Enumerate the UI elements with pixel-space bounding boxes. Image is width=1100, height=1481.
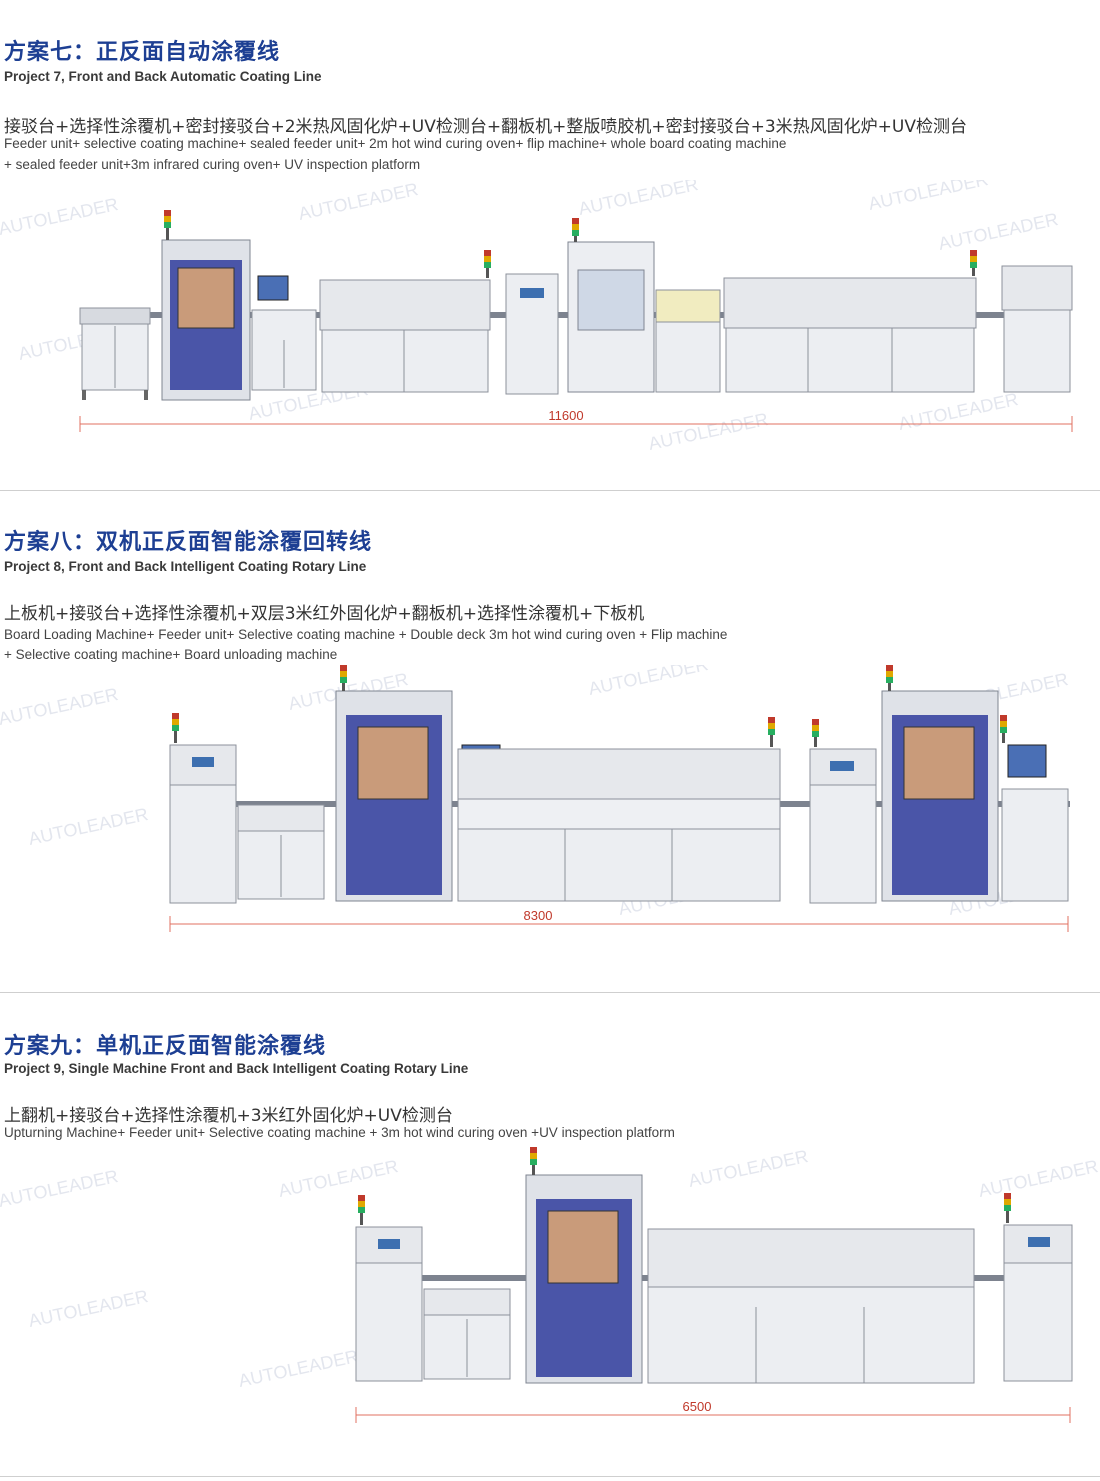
watermark: AUTOLEADER [0,194,120,239]
watermark: AUTOLEADER [27,1286,150,1331]
watermark: AUTOLEADER [687,1147,810,1191]
project-7-section: 方案七：正反面自动涂覆线 Project 7, Front and Back A… [0,0,1100,490]
selective-coating-machine [525,1147,691,1384]
project-7-title-en: Project 7, Front and Back Automatic Coat… [4,69,322,84]
watermark: AUTOLEADER [977,1156,1100,1201]
board-unloading-machine [1000,715,1069,902]
dimension-label: 8300 [524,908,553,923]
watermark: AUTOLEADER [0,1166,120,1211]
sealed-feeder-unit-2 [655,289,721,393]
project-9-desc-en-1: Upturning Machine+ Feeder unit+ Selectiv… [4,1125,675,1140]
watermark: AUTOLEADER [587,665,710,699]
watermark: AUTOLEADER [297,180,420,224]
watermark: AUTOLEADER [277,1156,400,1201]
flip-machine [809,719,877,904]
uv-inspection-platform [505,273,559,395]
section-divider [0,490,1100,491]
project-7-desc-en-2: + sealed feeder unit+3m infrared curing … [4,157,421,172]
selective-coating-machine-1 [335,665,501,902]
project-9-section: 方案九：单机正反面智能涂覆线 Project 9, Single Machine… [0,992,1100,1481]
watermark: AUTOLEADER [237,1346,360,1391]
watermark: AUTOLEADER [897,389,1020,434]
upturning-machine [355,1195,423,1382]
project-9-title-cn: 方案九：单机正反面智能涂覆线 [4,1034,327,1059]
feeder-unit [237,804,325,900]
project-8-desc-en-1: Board Loading Machine+ Feeder unit+ Sele… [4,627,728,642]
watermark: AUTOLEADER [577,180,700,219]
curing-oven-3m [647,1228,975,1384]
selective-coating-machine-2 [881,665,1047,902]
double-deck-curing-oven [457,717,781,902]
dimension-label: 11600 [548,408,583,423]
selective-coating-machine [161,210,251,401]
watermark: AUTOLEADER [647,409,770,450]
section-divider [0,992,1100,993]
dimension-line: 11600 [79,408,1073,432]
curing-oven-2m [319,250,491,393]
project-8-desc-en-2: + Selective coating machine+ Board unloa… [4,647,338,662]
project-8-line-illustration: AUTOLEADER AUTOLEADER AUTOLEADER AUTOLEA… [0,665,1100,955]
project-7-desc-cn: 接驳台+选择性涂覆机+密封接驳台+2米热风固化炉+UV检测台+翻板机+整版喷胶机… [4,117,967,137]
uv-inspection-platform-2 [1001,265,1073,393]
project-9-line-illustration: AUTOLEADER AUTOLEADER AUTOLEADER AUTOLEA… [0,1147,1100,1437]
board-loading-machine [169,713,237,904]
feeder-unit [423,1288,511,1380]
project-8-title-en: Project 8, Front and Back Intelligent Co… [4,559,367,574]
project-8-section: 方案八：双机正反面智能涂覆回转线 Project 8, Front and Ba… [0,490,1100,992]
watermark: AUTOLEADER [937,209,1060,254]
project-9-desc-cn: 上翻机+接驳台+选择性涂覆机+3米红外固化炉+UV检测台 [4,1106,453,1126]
project-7-desc-en-1: Feeder unit+ selective coating machine+ … [4,136,787,151]
feeder-unit [79,307,151,400]
project-9-title-en: Project 9, Single Machine Front and Back… [4,1061,469,1076]
curing-oven-3m [723,250,977,393]
sealed-feeder-unit [251,275,317,391]
uv-inspection-platform [1003,1193,1073,1382]
dimension-line: 6500 [355,1399,1071,1423]
watermark: AUTOLEADER [867,180,990,214]
project-7-line-illustration: AUTOLEADER AUTOLEADER AUTOLEADER AUTOLEA… [0,180,1100,450]
project-8-title-cn: 方案八：双机正反面智能涂覆回转线 [4,530,373,555]
project-8-desc-cn: 上板机+接驳台+选择性涂覆机+双层3米红外固化炉+翻板机+选择性涂覆机+下板机 [4,604,645,624]
watermark: AUTOLEADER [27,804,150,849]
project-7-title-cn: 方案七：正反面自动涂覆线 [4,40,281,65]
section-divider [0,1476,1100,1477]
dimension-line: 8300 [169,908,1069,932]
watermark: AUTOLEADER [0,684,120,729]
dimension-label: 6500 [683,1399,712,1414]
whole-board-coating-machine [567,218,655,393]
